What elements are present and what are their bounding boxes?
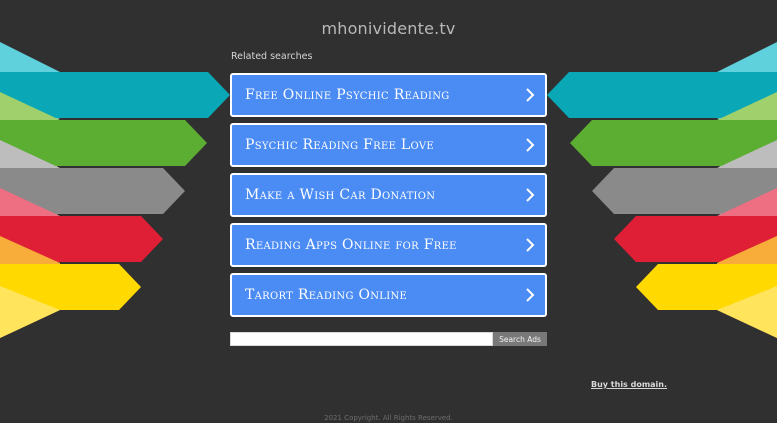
search-bar: Search Ads	[230, 332, 547, 346]
related-searches-heading: Related searches	[231, 51, 313, 62]
related-search-link[interactable]: Tarort Reading Online	[230, 273, 547, 317]
chevron-right-icon	[526, 88, 535, 102]
domain-title: mhonividente.tv	[321, 19, 456, 38]
search-input[interactable]	[230, 332, 493, 346]
ribbon-left-green	[0, 120, 207, 166]
ribbon-left-yellow-outer	[0, 286, 60, 338]
ribbon-left-gray	[0, 168, 185, 214]
ribbon-right-yellow	[636, 264, 777, 310]
related-search-link[interactable]: Free Online Psychic Reading	[230, 73, 547, 117]
related-search-label: Reading Apps Online for Free	[245, 237, 457, 253]
left-ribbons	[0, 42, 230, 338]
copyright-footer: 2021 Copyright. All Rights Reserved.	[324, 414, 453, 422]
ribbon-right-gray	[592, 168, 777, 214]
related-search-label: Make a Wish Car Donation	[245, 187, 436, 203]
ribbon-left-yellow	[0, 264, 141, 310]
right-ribbons	[547, 42, 777, 338]
chevron-right-icon	[526, 138, 535, 152]
related-search-label: Tarort Reading Online	[245, 287, 408, 303]
related-search-link[interactable]: Make a Wish Car Donation	[230, 173, 547, 217]
ribbon-left-teal	[0, 72, 230, 118]
related-search-list: Free Online Psychic Reading Psychic Read…	[230, 73, 547, 323]
ribbon-right-teal	[547, 72, 777, 118]
chevron-right-icon	[526, 238, 535, 252]
buy-domain-link[interactable]: Buy this domain.	[591, 380, 668, 389]
ribbon-right-yellow-outer	[717, 286, 777, 338]
chevron-right-icon	[526, 188, 535, 202]
chevron-right-icon	[526, 288, 535, 302]
related-search-link[interactable]: Psychic Reading Free Love	[230, 123, 547, 167]
ribbon-right-green	[570, 120, 777, 166]
ribbon-right-red	[614, 216, 777, 262]
related-search-label: Free Online Psychic Reading	[245, 87, 450, 103]
search-ads-button[interactable]: Search Ads	[493, 332, 547, 346]
related-search-label: Psychic Reading Free Love	[245, 137, 434, 153]
ribbon-left-red	[0, 216, 163, 262]
related-search-link[interactable]: Reading Apps Online for Free	[230, 223, 547, 267]
